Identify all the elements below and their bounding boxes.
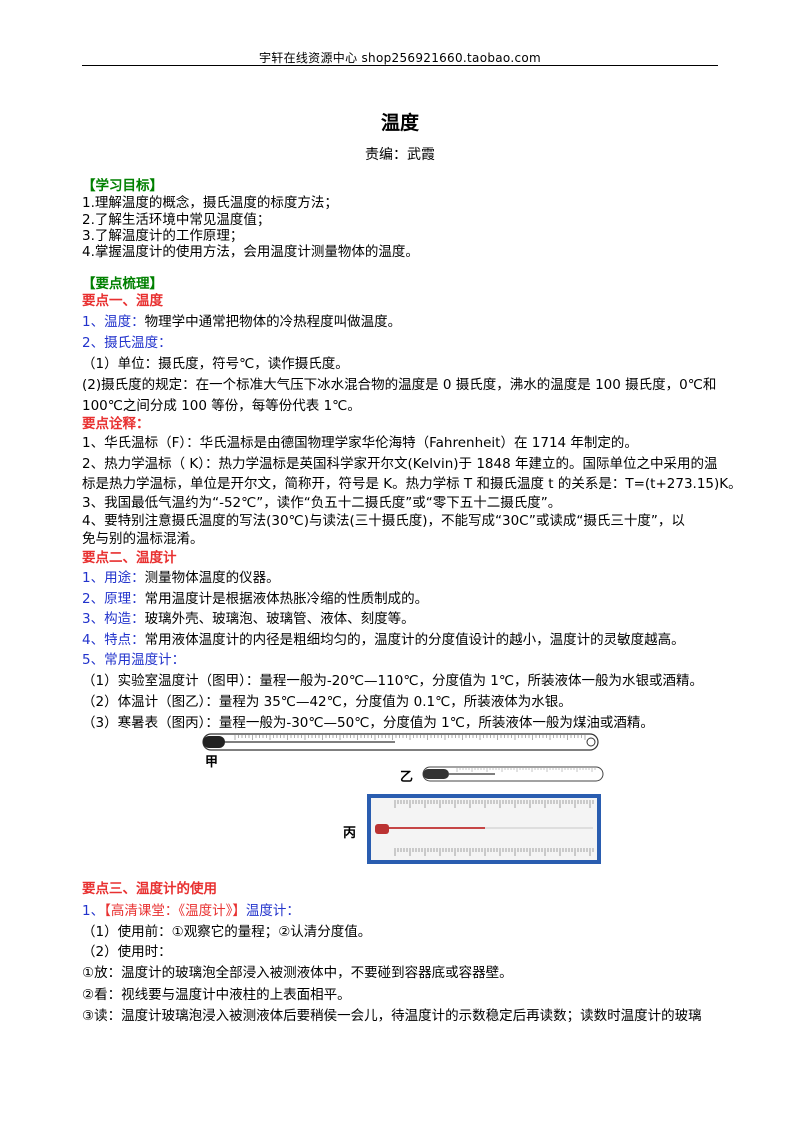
usage-read: ③读：温度计玻璃泡浸入被测液体后要稍侯一会儿，待温度计的示数稳定后再读数；读数时… (82, 1008, 702, 1024)
common-thermometer-item: （2）体温计（图乙）：量程为 35℃—42℃，分度值为 0.1℃，所装液体为水银… (82, 694, 572, 710)
feature-label: 4、特点： (82, 632, 145, 648)
principle-text: 常用温度计是根据液体热胀冷缩的性质制成的。 (144, 591, 429, 607)
common-thermometers-label: 5、常用温度计： (82, 652, 186, 668)
principle-label: 2、原理： (82, 591, 145, 607)
temperature-text: 物理学中通常把物体的冷热程度叫做温度。 (144, 314, 402, 330)
thermometer-principle: 2、原理：常用温度计是根据液体热胀冷缩的性质制成的。 (82, 590, 428, 608)
celsius-label: 2、摄氏温度： (82, 335, 172, 351)
weather-thermometer-image (367, 794, 601, 864)
editor-line: 责编：武霞 (365, 147, 435, 163)
lab-thermometer-image (202, 733, 599, 751)
feature-text: 常用液体温度计的内径是粗细均匀的，温度计的分度值设计的越小，温度计的灵敏度越高。 (144, 632, 685, 648)
goal-item: 2.了解生活环境中常见温度值； (82, 212, 271, 228)
temperature-label: 1、温度： (82, 314, 145, 330)
figure-label-yi: 乙 (400, 770, 414, 785)
figure-label-bing: 丙 (343, 826, 357, 841)
points-heading: 【要点梳理】 (82, 276, 163, 292)
usage-suffix: 温度计： (245, 903, 300, 919)
use-label: 1、用途： (82, 570, 145, 586)
usage-during: （2）使用时： (82, 944, 172, 960)
usage-look: ②看：视线要与温度计中液柱的上表面相平。 (82, 987, 351, 1003)
hd-class-link[interactable]: 【高清课堂：《温度计》】 (104, 903, 246, 919)
page-header: 宇轩在线资源中心 shop256921660.taobao.com (258, 51, 541, 65)
explain-item: 3、我国最低气温约为“-52℃”，读作“负五十二摄氏度”或“零下五十二摄氏度”。 (82, 495, 562, 511)
celsius-unit: （1）单位：摄氏度，符号℃，读作摄氏度。 (82, 356, 349, 372)
explain-item: 标是热力学温标，单位是开尔文，简称开，符号是 K。热力学标 T 和摄氏温度 t … (82, 476, 742, 492)
common-thermometer-item: （3）寒暑表（图丙）：量程一般为-30℃—50℃，分度值为 1℃，所装液体一般为… (82, 715, 654, 731)
explain-item: 2、热力学温标（ K）：热力学温标是英国科学家开尔文(Kelvin)于 1848… (82, 456, 718, 472)
temperature-definition: 1、温度：物理学中通常把物体的冷热程度叫做温度。 (82, 313, 401, 331)
figure-label-jia: 甲 (205, 755, 219, 770)
explain-item: 4、要特别注意摄氏温度的写法(30℃)与读法(三十摄氏度)，不能写成“30C”或… (82, 513, 685, 529)
usage-before: （1）使用前：①观察它的量程；②认清分度值。 (82, 924, 372, 940)
goal-item: 4.掌握温度计的使用方法，会用温度计测量物体的温度。 (82, 244, 419, 260)
goals-heading: 【学习目标】 (82, 178, 163, 194)
document-title: 温度 (380, 112, 419, 134)
celsius-rule-line2: 100℃之间分成 100 等份，每等份代表 1℃。 (82, 398, 361, 414)
section-3-heading: 要点三、温度计的使用 (82, 881, 217, 897)
thermometer-usage-line: 1、【高清课堂：《温度计》】温度计： (82, 902, 300, 920)
use-text: 测量物体温度的仪器。 (144, 570, 280, 586)
section-1-heading: 要点一、温度 (82, 293, 163, 309)
explain-heading: 要点诠释： (82, 416, 150, 432)
usage-put: ①放：温度计的玻璃泡全部浸入被测液体中，不要碰到容器底或容器壁。 (82, 965, 513, 981)
explain-item: 免与别的温标混淆。 (82, 531, 204, 547)
celsius-rule-line1: (2)摄氏度的规定：在一个标准大气压下冰水混合物的温度是 0 摄氏度，沸水的温度… (82, 377, 717, 393)
structure-text: 玻璃外壳、玻璃泡、玻璃管、液体、刻度等。 (144, 611, 415, 627)
clinical-thermometer-image (422, 766, 604, 782)
goal-item: 3.了解温度计的工作原理； (82, 228, 244, 244)
structure-label: 3、构造： (82, 611, 145, 627)
common-thermometer-item: （1）实验室温度计（图甲）：量程一般为-20℃—110℃，分度值为 1℃，所装液… (82, 673, 704, 689)
usage-prefix: 1、 (82, 903, 105, 919)
thermometer-feature: 4、特点：常用液体温度计的内径是粗细均匀的，温度计的分度值设计的越小，温度计的灵… (82, 631, 685, 649)
header-rule (82, 65, 718, 66)
thermometer-use: 1、用途：测量物体温度的仪器。 (82, 569, 280, 587)
goal-item: 1.理解温度的概念，摄氏温度的标度方法； (82, 195, 338, 211)
section-2-heading: 要点二、温度计 (82, 550, 177, 566)
explain-item: 1、华氏温标（F）：华氏温标是由德国物理学家华伦海特（Fahrenheit）在 … (82, 435, 638, 451)
thermometer-structure: 3、构造：玻璃外壳、玻璃泡、玻璃管、液体、刻度等。 (82, 610, 415, 628)
thermometers-figure (202, 733, 604, 864)
